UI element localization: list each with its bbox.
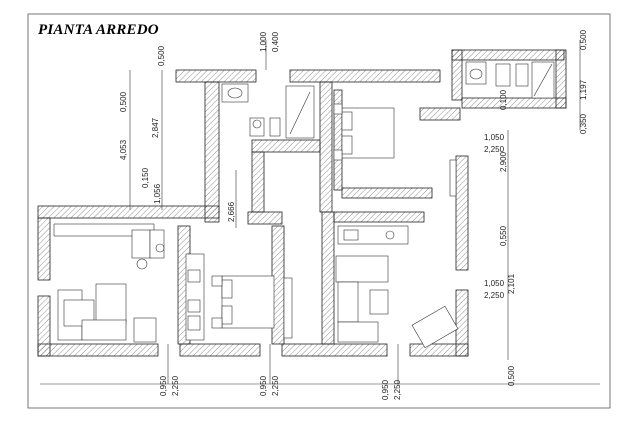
dim-top-b: 0,400 [271, 31, 280, 52]
dim-left-v1: 0,500 [157, 45, 166, 66]
dim-left-v5: 0,150 [141, 167, 150, 188]
dimension-lines [40, 40, 600, 385]
dim-right-v3: 2,101 [507, 273, 516, 294]
dim-right-top4: 0,350 [579, 113, 588, 134]
dim-bottom-2a: 0,950 [259, 375, 268, 396]
dimension-texts: 1,000 0,400 0,500 4,053 0,500 2,847 0,15… [119, 29, 588, 400]
dim-bottom-2b: 2,250 [271, 375, 280, 396]
dim-bottom-1a: 0,950 [159, 375, 168, 396]
dim-bottom-3b: 2,250 [393, 379, 402, 400]
dim-right-h2b: 2,250 [484, 291, 505, 300]
dim-right-v1: 2,900 [499, 151, 508, 172]
furniture [53, 61, 555, 349]
dim-right-h1a: 1,050 [484, 133, 505, 142]
dim-bottom-3a: 0,950 [381, 379, 390, 400]
dim-right-top3: 0,100 [499, 89, 508, 110]
dim-right-h2a: 1,050 [484, 279, 505, 288]
dim-left-v4: 2,847 [151, 117, 160, 138]
dim-left-v6: 1,056 [153, 183, 162, 204]
dim-right-h1b: 2,250 [484, 145, 505, 154]
dim-left-v3: 0,500 [119, 91, 128, 112]
walls [37, 49, 567, 357]
dim-right-v2: 0,550 [499, 225, 508, 246]
dim-mid-v: 2,666 [227, 201, 236, 222]
dim-top-a: 1,000 [259, 31, 268, 52]
drawing-title: PIANTA ARREDO [38, 22, 159, 38]
dim-right-v4: 0,500 [507, 365, 516, 386]
dim-left-v2: 4,053 [119, 139, 128, 160]
dim-right-top2: 1,197 [579, 79, 588, 100]
dim-right-top1: 0,500 [579, 29, 588, 50]
dim-bottom-1b: 2,250 [171, 375, 180, 396]
drawing-frame [27, 13, 611, 409]
